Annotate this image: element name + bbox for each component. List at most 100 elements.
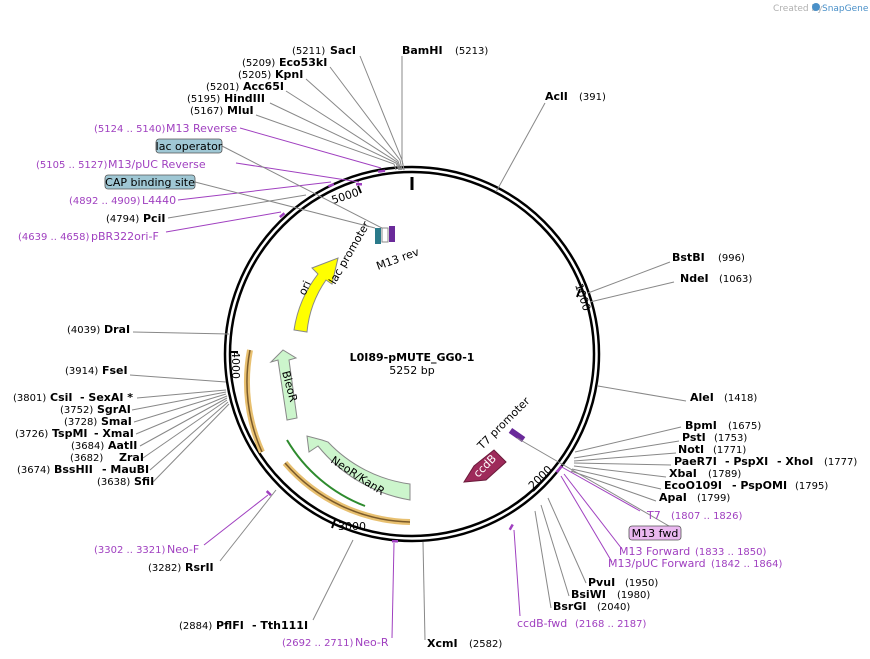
site-sfiI[interactable]: SfiI xyxy=(134,475,154,488)
site-acc65I[interactable]: Acc65I xyxy=(243,80,284,93)
credit-brand: SnapGene xyxy=(822,4,869,14)
site-pos-ndeI: (1063) xyxy=(719,274,752,285)
site-sacI[interactable]: SacI xyxy=(330,44,356,57)
lac-promoter-feature[interactable] xyxy=(375,228,381,244)
tick-3000 xyxy=(331,519,336,529)
site-xmaI[interactable]: - XmaI xyxy=(94,427,134,440)
primer-pos-m13puc-fwd: (1842 .. 1864) xyxy=(711,559,783,570)
site-smaI[interactable]: SmaI xyxy=(101,415,132,428)
site-aatII[interactable]: AatII xyxy=(108,439,137,452)
primer-m13puc-fwd[interactable]: M13/pUC Forward xyxy=(608,557,706,570)
site-mauBI[interactable]: - MauBI xyxy=(102,463,149,476)
t7-promoter-feature[interactable] xyxy=(508,427,526,443)
primer-pos-l4440: (4892 .. 4909) xyxy=(69,196,141,207)
site-sexAI[interactable]: - SexAI * xyxy=(80,391,133,404)
primer-neof[interactable]: Neo-F xyxy=(167,543,199,556)
site-pos-xcmI: (2582) xyxy=(469,639,502,650)
site-mluI[interactable]: MluI xyxy=(227,104,254,117)
site-rsrII[interactable]: RsrII xyxy=(185,561,214,574)
site-pspXI[interactable]: - PspXI xyxy=(725,455,768,468)
site-bssHII[interactable]: BssHII xyxy=(54,463,93,476)
primer-ccdb-fwd[interactable]: ccdB-fwd xyxy=(517,617,567,630)
lac-operator-feature[interactable] xyxy=(381,227,389,243)
site-pos-tspMI: (3726) xyxy=(15,429,48,440)
backbone-outer xyxy=(223,165,601,543)
site-pos-zraI: (3682) xyxy=(70,453,103,464)
site-pos-bsrGI: (2040) xyxy=(597,602,630,613)
site-paeR7I[interactable]: PaeR7I xyxy=(674,455,717,468)
site-bamHI[interactable]: BamHI xyxy=(402,44,443,57)
neo-feature[interactable] xyxy=(306,435,411,501)
site-apaI[interactable]: ApaI xyxy=(659,491,687,504)
site-pos-mluI: (5167) xyxy=(190,106,223,117)
primer-l4440[interactable]: L4440 xyxy=(142,194,176,207)
site-ndeI[interactable]: NdeI xyxy=(680,272,709,285)
site-bstBI[interactable]: BstBI xyxy=(672,251,705,264)
snapgene-logo-icon xyxy=(812,3,820,11)
site-kpnI[interactable]: KpnI xyxy=(275,68,303,81)
site-bsiWI[interactable]: BsiWI xyxy=(571,588,606,601)
primer-pos-m13fwd: (1833 .. 1850) xyxy=(695,547,767,558)
cap-site-box[interactable] xyxy=(104,174,196,190)
site-hindIII[interactable]: HindIII xyxy=(224,92,265,105)
site-pos-aclI: (391) xyxy=(579,92,606,103)
site-pos-bstBI: (996) xyxy=(718,253,745,264)
primer-m13rev[interactable]: M13 Reverse xyxy=(166,122,237,135)
site-sgrAI[interactable]: SgrAI xyxy=(97,403,131,416)
site-pos-hindIII: (5195) xyxy=(187,94,220,105)
m13-rev-label: M13 rev xyxy=(375,245,422,273)
site-bsrGI[interactable]: BsrGI xyxy=(553,600,586,613)
site-pstI[interactable]: PstI xyxy=(682,431,706,444)
site-pos-aatII: (3684) xyxy=(71,441,104,452)
site-csiI[interactable]: CsiI xyxy=(50,391,72,404)
primer-marks xyxy=(265,169,563,543)
site-aleI[interactable]: AleI xyxy=(690,391,714,404)
site-pos-aleI: (1418) xyxy=(724,393,757,404)
m13-rev-feature[interactable] xyxy=(389,226,395,242)
site-pvuI[interactable]: PvuI xyxy=(588,576,615,589)
site-pos-xbaI: (1789) xyxy=(708,469,741,480)
box-leaders xyxy=(194,145,682,534)
bleoR-feature[interactable] xyxy=(269,349,298,421)
backbone-inner xyxy=(228,170,596,538)
primer-m13fwd[interactable]: M13 Forward xyxy=(619,545,690,558)
site-xcmI[interactable]: XcmI xyxy=(427,637,458,650)
site-xbaI[interactable]: XbaI xyxy=(669,467,697,480)
site-xhoI[interactable]: - XhoI xyxy=(777,455,813,468)
site-eco53kI[interactable]: Eco53kI xyxy=(279,56,327,69)
ori-feature[interactable] xyxy=(293,257,339,333)
primer-pos-neof: (3302 .. 3321) xyxy=(94,545,166,556)
m13-fwd-box[interactable] xyxy=(628,525,682,541)
site-pos-sgrAI: (3752) xyxy=(60,405,93,416)
site-pspOMI[interactable]: - PspOMI xyxy=(732,479,787,492)
site-pos-paeR7I: (1777) xyxy=(824,457,857,468)
site-bpmI[interactable]: BpmI xyxy=(685,419,717,432)
site-pciI[interactable]: PciI xyxy=(143,212,165,225)
site-draI[interactable]: DraI xyxy=(104,323,130,336)
site-pflFI[interactable]: PflFI xyxy=(216,619,244,632)
site-notI[interactable]: NotI xyxy=(678,443,704,456)
site-pos-pvuI: (1950) xyxy=(625,578,658,589)
site-ecoO109I[interactable]: EcoO109I xyxy=(664,479,722,492)
site-fseI[interactable]: FseI xyxy=(102,364,128,377)
site-aclI[interactable]: AclI xyxy=(545,90,568,103)
lac-operator-box[interactable] xyxy=(155,138,223,154)
primer-pbr322ori[interactable]: pBR322ori-F xyxy=(91,230,159,243)
plasmid-name: L0I89-pMUTE_GG0-1 xyxy=(350,351,475,364)
site-pos-ecoO109I: (1795) xyxy=(795,481,828,492)
ccdb-feature[interactable] xyxy=(463,449,507,483)
primer-t7[interactable]: T7 xyxy=(646,509,661,522)
lac-promoter-label: lac promoter xyxy=(326,219,373,287)
primer-pos-t7: (1807 .. 1826) xyxy=(671,511,743,522)
primer-neor[interactable]: Neo-R xyxy=(355,636,389,649)
plasmid-size: 5252 bp xyxy=(389,364,434,377)
site-tspMI[interactable]: TspMI xyxy=(52,427,88,440)
tick-label-4000: 4000 xyxy=(229,351,242,379)
site-pos-pstI: (1753) xyxy=(714,433,747,444)
primer-m13puc-rev[interactable]: M13/pUC Reverse xyxy=(108,158,206,171)
tick-label-3000: 3000 xyxy=(338,520,366,533)
site-zraI[interactable]: ZraI xyxy=(119,451,144,464)
lac-operator-text: lac operator xyxy=(156,140,223,153)
site-tth111I[interactable]: - Tth111I xyxy=(252,619,308,632)
